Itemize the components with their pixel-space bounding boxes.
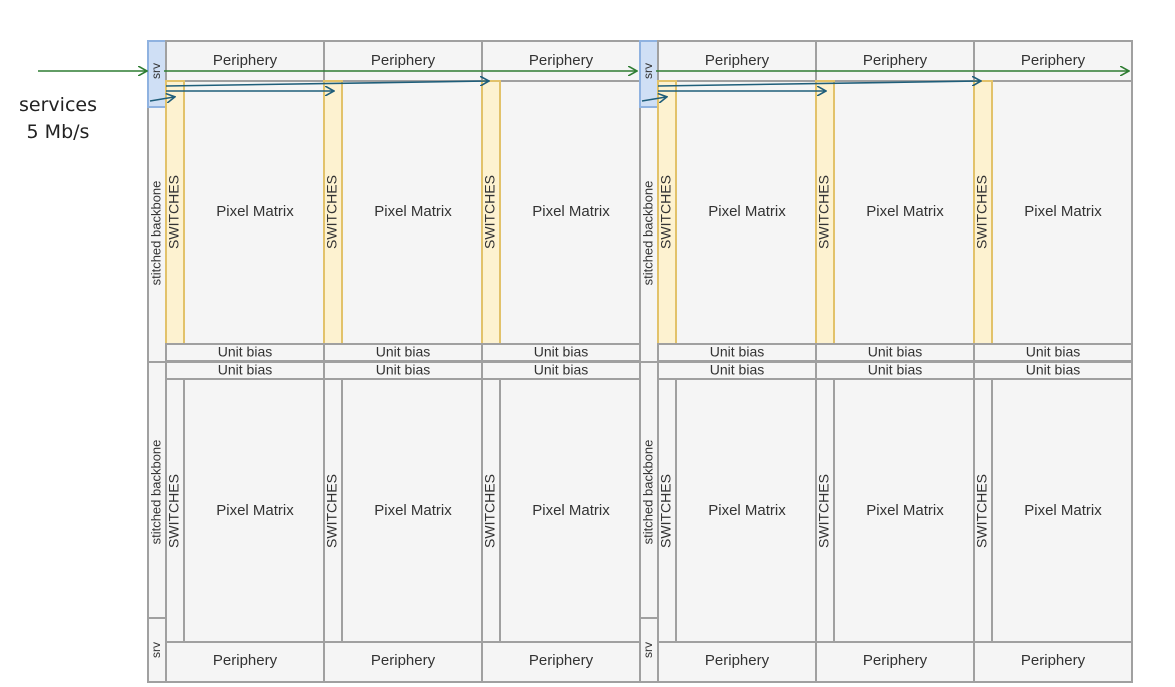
- pixel-matrix-bottom-label: Pixel Matrix: [708, 502, 786, 519]
- switches-bottom-label: SWITCHES: [658, 474, 674, 548]
- pixel-matrix-top: [323, 80, 483, 345]
- pixel-matrix-top: [481, 80, 641, 345]
- periphery-bottom-label: Periphery: [529, 652, 594, 669]
- periphery-top-label: Periphery: [213, 52, 278, 69]
- services-label-line2: 5 Mb/s: [26, 121, 90, 143]
- pixel-matrix-top-label: Pixel Matrix: [708, 203, 786, 220]
- unit-bias-top-label: Unit bias: [376, 344, 430, 360]
- unit-bias-top-label: Unit bias: [710, 344, 764, 360]
- periphery-bottom-label: Periphery: [1021, 652, 1086, 669]
- periphery-top: [657, 40, 817, 82]
- pixel-matrix-top-label: Pixel Matrix: [216, 203, 294, 220]
- services-label-line1: services: [19, 94, 97, 116]
- unit-bias-top-label: Unit bias: [534, 344, 588, 360]
- periphery-bottom: [815, 641, 975, 683]
- srv-top-label: srv: [641, 63, 655, 79]
- switch-arrow-1: [149, 97, 174, 101]
- pixel-matrix-bottom-label: Pixel Matrix: [216, 502, 294, 519]
- pixel-matrix-top-label: Pixel Matrix: [866, 203, 944, 220]
- backbone-label-bottom: stitched backbone: [148, 440, 163, 545]
- switches-top-label: SWITCHES: [658, 175, 674, 249]
- periphery-bottom: [481, 641, 641, 683]
- switches-bottom-label: SWITCHES: [324, 474, 340, 548]
- periphery-bottom-label: Periphery: [213, 652, 278, 669]
- periphery-bottom: [165, 641, 325, 683]
- switches-top-label: SWITCHES: [974, 175, 990, 249]
- switches-bottom-label: SWITCHES: [482, 474, 498, 548]
- unit-bias-top-label: Unit bias: [218, 344, 272, 360]
- switch-arrow-1: [641, 97, 666, 101]
- switches-top-label: SWITCHES: [482, 175, 498, 249]
- periphery-bottom-label: Periphery: [863, 652, 928, 669]
- backbone-label-top: stitched backbone: [640, 181, 655, 286]
- periphery-bottom: [323, 641, 483, 683]
- pixel-matrix-bottom-label: Pixel Matrix: [374, 502, 452, 519]
- switches-bottom-label: SWITCHES: [816, 474, 832, 548]
- switches-top-label: SWITCHES: [166, 175, 182, 249]
- pixel-matrix-bottom-label: Pixel Matrix: [532, 502, 610, 519]
- periphery-top-label: Periphery: [705, 52, 770, 69]
- unit-bias-bottom-label: Unit bias: [1026, 362, 1080, 378]
- pixel-matrix-bottom: [815, 378, 975, 643]
- pixel-matrix-top: [815, 80, 975, 345]
- switch-arrow-3: [657, 81, 980, 87]
- periphery-top-label: Periphery: [371, 52, 436, 69]
- unit-bias-bottom-label: Unit bias: [710, 362, 764, 378]
- pixel-matrix-top-label: Pixel Matrix: [532, 203, 610, 220]
- periphery-bottom-label: Periphery: [705, 652, 770, 669]
- unit-bias-bottom-label: Unit bias: [376, 362, 430, 378]
- unit-bias-bottom-label: Unit bias: [534, 362, 588, 378]
- unit-bias-bottom-label: Unit bias: [218, 362, 272, 378]
- periphery-top-label: Periphery: [1021, 52, 1086, 69]
- pixel-matrix-bottom: [323, 378, 483, 643]
- periphery-bottom: [973, 641, 1133, 683]
- periphery-top-label: Periphery: [863, 52, 928, 69]
- periphery-top: [165, 40, 325, 82]
- switch-arrow-3: [165, 81, 488, 87]
- unit-bias-bottom-label: Unit bias: [868, 362, 922, 378]
- pixel-matrix-top: [973, 80, 1133, 345]
- pixel-matrix-top: [165, 80, 325, 345]
- periphery-top-label: Periphery: [529, 52, 594, 69]
- periphery-top: [815, 40, 975, 82]
- periphery-top: [481, 40, 641, 82]
- srv-bottom-label: srv: [641, 642, 655, 658]
- switches-top-label: SWITCHES: [816, 175, 832, 249]
- unit-bias-top-label: Unit bias: [868, 344, 922, 360]
- pixel-matrix-top-label: Pixel Matrix: [1024, 203, 1102, 220]
- backbone-label-bottom: stitched backbone: [640, 440, 655, 545]
- srv-bottom-label: srv: [149, 642, 163, 658]
- srv-top-label: srv: [149, 63, 163, 79]
- switches-bottom-label: SWITCHES: [166, 474, 182, 548]
- services-label: services 5 Mb/s: [8, 92, 108, 146]
- unit-bias-top-label: Unit bias: [1026, 344, 1080, 360]
- pixel-matrix-bottom-label: Pixel Matrix: [1024, 502, 1102, 519]
- switches-top-label: SWITCHES: [324, 175, 340, 249]
- pixel-matrix-bottom-label: Pixel Matrix: [866, 502, 944, 519]
- pixel-matrix-bottom: [165, 378, 325, 643]
- pixel-matrix-top-label: Pixel Matrix: [374, 203, 452, 220]
- backbone-label-top: stitched backbone: [148, 181, 163, 286]
- periphery-bottom-label: Periphery: [371, 652, 436, 669]
- switches-bottom-label: SWITCHES: [974, 474, 990, 548]
- pixel-matrix-bottom: [657, 378, 817, 643]
